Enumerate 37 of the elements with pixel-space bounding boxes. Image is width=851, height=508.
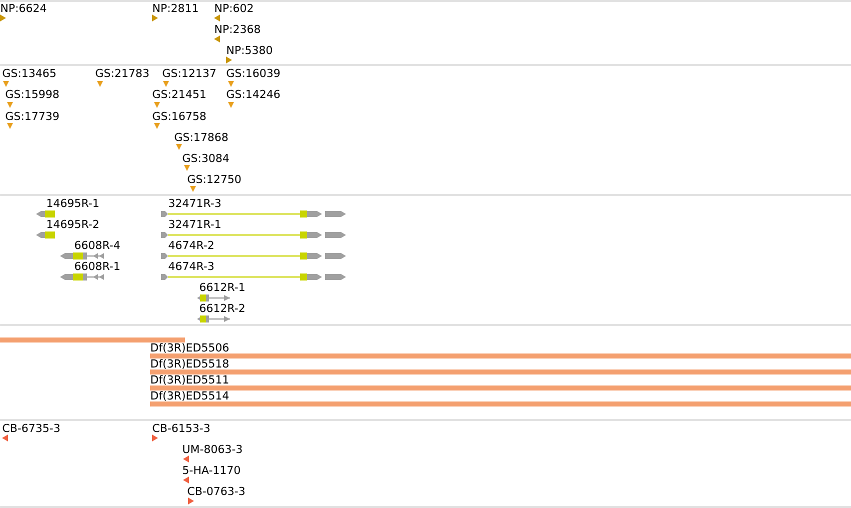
feature-label: 6608R-4	[74, 240, 120, 250]
feature-label: 4674R-2	[168, 240, 214, 250]
feature-label: Df(3R)ED5514	[151, 391, 229, 401]
feature-label: 6612R-2	[200, 304, 244, 312]
feature-label: 6612R-1	[200, 282, 244, 292]
feature-label: Df(3R)ED5506	[151, 343, 228, 353]
feature-label: 32471R-1	[169, 220, 220, 228]
feature-label: GS:3084	[182, 154, 229, 162]
feature-label: 32471R-3	[169, 198, 220, 208]
feature-label: Df(3R)ED5518	[151, 359, 228, 369]
feature-label: NP:2811	[153, 4, 198, 12]
feature-label: NP:602	[215, 4, 253, 12]
feature-label: GS:14246	[226, 90, 280, 98]
feature-label: Df(3R)ED5511	[151, 375, 228, 385]
feature-label: CB-0763-3	[188, 486, 244, 496]
feature-label: 6608R-1	[74, 262, 120, 270]
feature-label: NP:6624	[1, 4, 46, 12]
feature-label: GS:17868	[174, 132, 228, 142]
feature-label: NP:5380	[227, 46, 272, 54]
deletion-bar	[0, 338, 185, 342]
feature-label: 14695R-2	[47, 220, 98, 228]
feature-label: UM-8063-3	[183, 444, 242, 454]
feature-label: GS:21451	[152, 90, 206, 98]
feature-label: 4674R-3	[168, 262, 214, 270]
feature-label: GS:17739	[6, 112, 59, 120]
feature-label: 14695R-1	[47, 198, 98, 208]
feature-label: GS:15998	[6, 90, 59, 98]
feature-label: 5-HA-1170	[183, 466, 240, 474]
feature-label: GS:12137	[162, 68, 216, 78]
feature-label: NP:2368	[215, 24, 260, 34]
feature-label: GS:12750	[188, 174, 241, 184]
feature-label: CB-6153-3	[152, 424, 210, 432]
feature-label: CB-6735-3	[2, 424, 60, 432]
feature-label: GS:13465	[2, 68, 56, 78]
feature-label: GS:16039	[226, 68, 280, 78]
feature-label: GS:21783	[96, 68, 149, 78]
feature-label: GS:16758	[152, 112, 206, 120]
